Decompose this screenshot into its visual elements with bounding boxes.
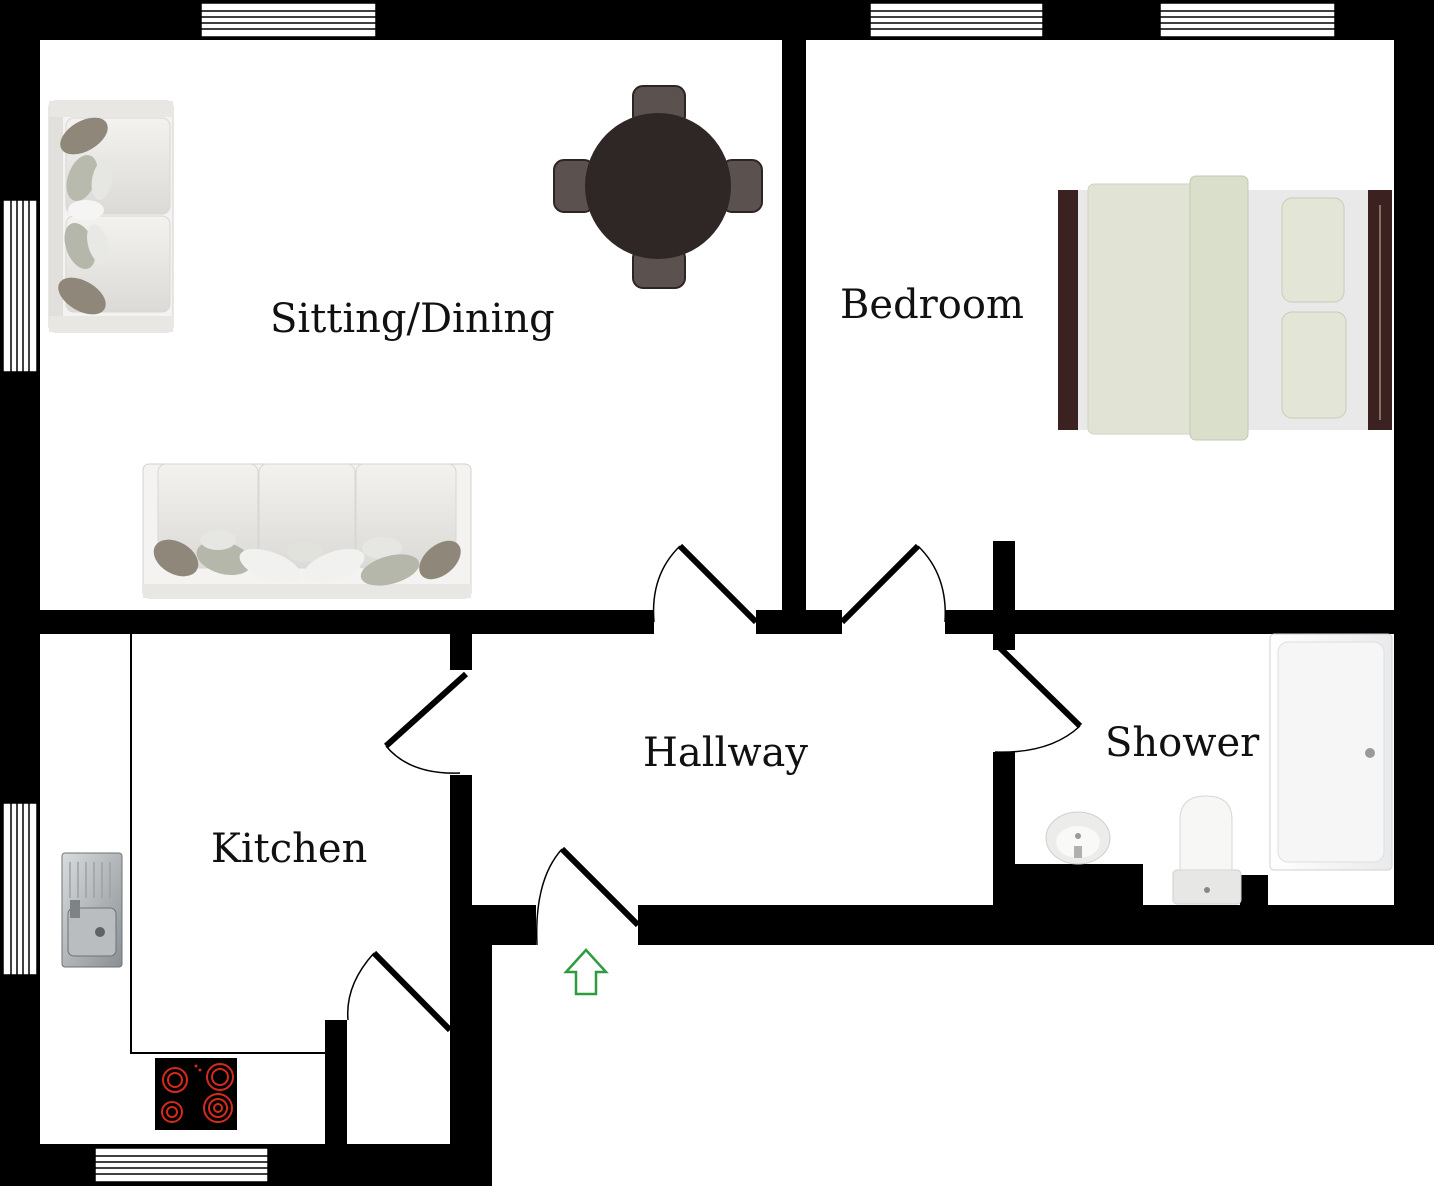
room-label-kitchen: Kitchen bbox=[211, 826, 367, 872]
dining-table-icon bbox=[553, 85, 763, 289]
room-label-hallway: Hallway bbox=[643, 730, 808, 776]
entrance-arrow-icon bbox=[563, 948, 609, 996]
kitchen-counter bbox=[130, 634, 325, 1054]
hob-icon bbox=[155, 1058, 237, 1130]
door-icon bbox=[346, 543, 1083, 1033]
room-label-bedroom: Bedroom bbox=[840, 282, 1024, 328]
basin-icon bbox=[1045, 811, 1111, 865]
bed-icon bbox=[1058, 175, 1392, 441]
sofa-icon bbox=[48, 100, 174, 333]
toilet-icon bbox=[1172, 795, 1242, 905]
bath-icon bbox=[1269, 633, 1393, 871]
room-label-sitting-dining: Sitting/Dining bbox=[270, 296, 555, 342]
sofa-icon bbox=[142, 463, 472, 599]
window-icon bbox=[2, 2, 1336, 1183]
room-label-shower: Shower bbox=[1105, 720, 1260, 766]
sink-icon bbox=[61, 852, 123, 968]
